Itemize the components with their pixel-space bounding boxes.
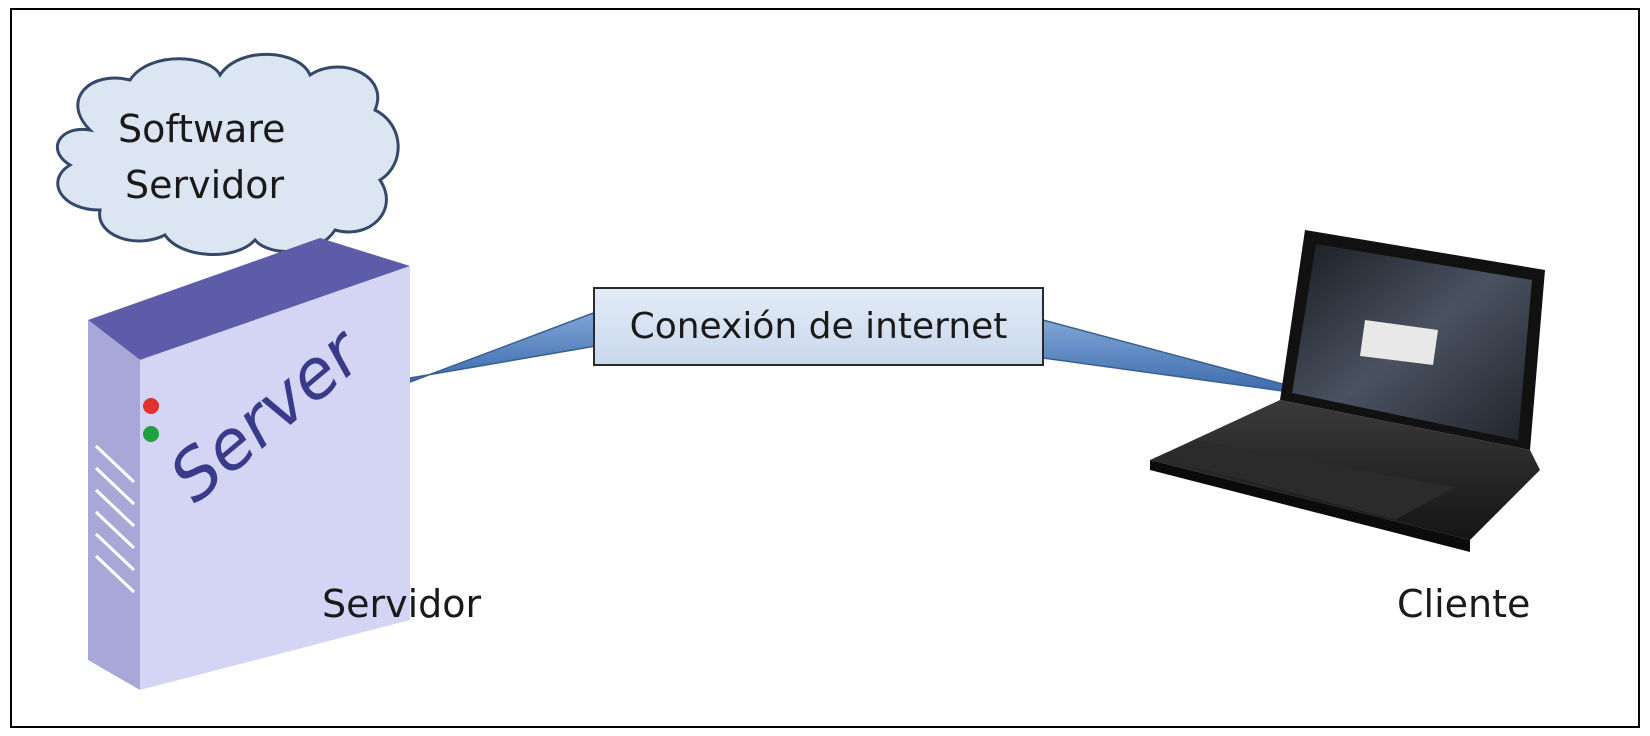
connection-label-box: Conexión de internet — [593, 287, 1044, 366]
laptop-icon — [1150, 230, 1545, 552]
cloud-text-line2: Servidor — [125, 163, 285, 207]
client-label: Cliente — [1397, 582, 1531, 626]
laptop-keyboard — [1170, 440, 1455, 520]
server-front — [140, 266, 410, 690]
server-tower: Server — [88, 238, 410, 690]
server-label: Servidor — [322, 582, 482, 626]
server-vents-icon — [94, 444, 136, 594]
server-top — [88, 238, 410, 360]
cloud-text-line1: Software — [118, 107, 286, 151]
cloud-shape — [56, 52, 400, 257]
laptop-base-edge — [1150, 460, 1470, 552]
status-led-red-icon — [143, 398, 159, 414]
laptop-screen-window — [1360, 320, 1438, 365]
status-led-green-icon — [143, 426, 159, 442]
